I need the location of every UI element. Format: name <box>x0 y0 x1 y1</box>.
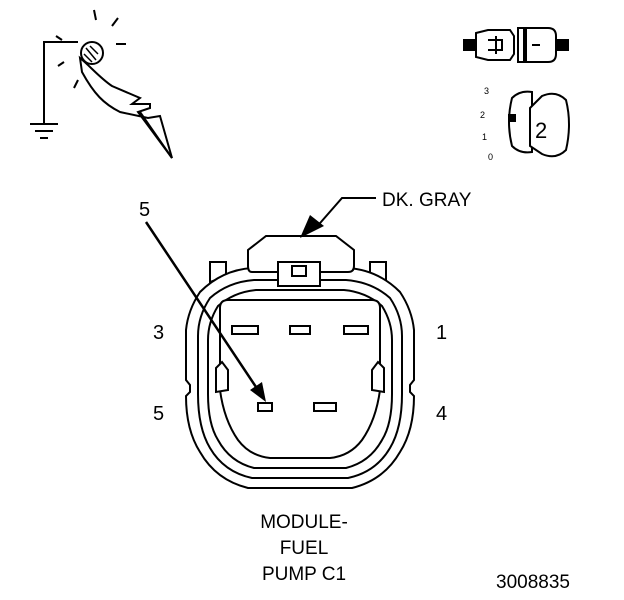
terminal-pin-3 <box>231 325 259 335</box>
caption-line-3: PUMP C1 <box>262 564 346 585</box>
lock-scale-3: 3 <box>484 86 489 96</box>
figure-number: 3008835 <box>496 572 570 593</box>
terminal-pin-2 <box>289 325 311 335</box>
lock-scale-2: 2 <box>480 110 485 120</box>
wire-color-label: DK. GRAY <box>382 190 472 211</box>
pin-label-5: 5 <box>153 403 164 425</box>
pin-label-3: 3 <box>153 322 164 344</box>
backprobe-test-light-icon <box>55 9 173 159</box>
terminal-pin-1 <box>343 325 369 335</box>
terminal-pin-4 <box>313 402 337 412</box>
callout-pin-label: 5 <box>139 199 150 221</box>
terminal-cavities <box>231 325 369 412</box>
connector-caption: MODULE- FUEL PUMP C1 <box>260 512 348 585</box>
connector-lock-position-icon: 3 2 1 0 2 <box>480 86 570 162</box>
lock-position-value: 2 <box>535 118 547 143</box>
connector-face <box>184 235 416 489</box>
caption-line-2: FUEL <box>280 538 329 559</box>
pin-label-1: 1 <box>436 322 447 344</box>
pin-5-callout: 5 <box>139 199 266 402</box>
caption-line-1: MODULE- <box>260 512 348 533</box>
lock-scale-0: 0 <box>488 152 493 162</box>
wire-color-callout: DK. GRAY <box>300 190 472 238</box>
pin-label-4: 4 <box>436 403 447 425</box>
connector-side-view-icon <box>463 27 569 63</box>
terminal-pin-5 <box>257 402 273 412</box>
ground-symbol-icon <box>30 41 78 139</box>
lock-scale-1: 1 <box>482 132 487 142</box>
